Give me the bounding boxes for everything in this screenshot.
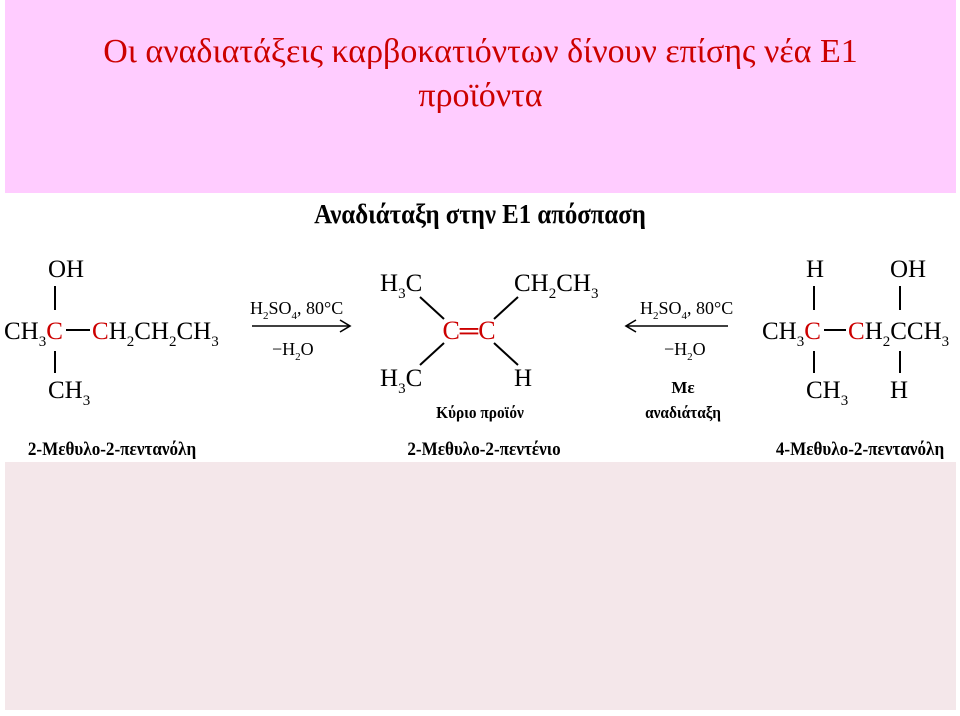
arrow-left-icon [624,319,728,333]
right-reagent: H2SO4, 80°C [640,298,733,322]
slide-title: Οι αναδιατάξεις καρβοκατιόντων δίνουν επ… [5,30,956,118]
right-substituent-ch3: CH3 [806,377,848,409]
product-bond-tr [493,296,519,320]
product-bond-tl [419,296,445,320]
product-top-left: H3C [380,270,422,302]
right-substituent-h: H [806,256,824,283]
product-bottom-right: H [514,365,532,392]
left-substituent-ch3: CH3 [48,377,90,409]
left-reagent: H2SO4, 80°C [250,298,343,322]
left-substituent-oh: OH [48,256,84,283]
right-note-line2: αναδιάταξη [645,404,721,422]
left-byproduct: −H2O [272,339,314,363]
slide-title-line2: προϊόντα [418,77,543,114]
right-chain: CH3C [762,318,821,350]
title-band [5,0,956,193]
reaction-scheme: Αναδιάταξη στην Ε1 απόσπαση OH CH3C CH2C… [4,199,949,459]
product-molecule: H3C CH2CH3 C═C H3C H [380,270,598,397]
product-bottom-left: H3C [380,365,422,397]
right-substituent-h-bottom: H [890,377,908,404]
footer-band [5,462,956,710]
scheme-heading: Αναδιάταξη στην Ε1 απόσπαση [314,199,646,229]
product-bond-bl [419,342,445,366]
left-molecule: OH CH3C CH2CH2CH3 CH3 [4,256,219,409]
product-name: 2-Μεθυλο-2-πεντένιο [407,438,560,459]
right-molecule-name: 4-Μεθυλο-2-πεντανόλη [776,438,944,459]
product-bond-br [493,342,519,366]
right-molecule: H OH CH3C CH2CCH3 CH3 H [762,256,949,409]
left-molecule-name: 2-Μεθυλο-2-πεντανόλη [28,438,196,459]
right-byproduct: −H2O [664,339,706,363]
right-chain-tail: CH2CCH3 [848,318,949,350]
product-label: Κύριο προϊόν [436,404,524,422]
right-substituent-oh: OH [890,256,926,283]
product-top-right: CH2CH3 [514,270,598,302]
left-reaction: H2SO4, 80°C −H2O [250,298,352,363]
arrow-right-icon [252,319,352,333]
right-reaction: H2SO4, 80°C −H2O Με αναδιάταξη [624,298,733,422]
product-double-bond: C═C [442,316,495,345]
left-chain: CH3C [4,318,63,350]
right-note-line1: Με [671,378,694,397]
left-chain-tail: CH2CH2CH3 [92,318,219,350]
slide-title-line1: Οι αναδιατάξεις καρβοκατιόντων δίνουν επ… [103,33,858,70]
